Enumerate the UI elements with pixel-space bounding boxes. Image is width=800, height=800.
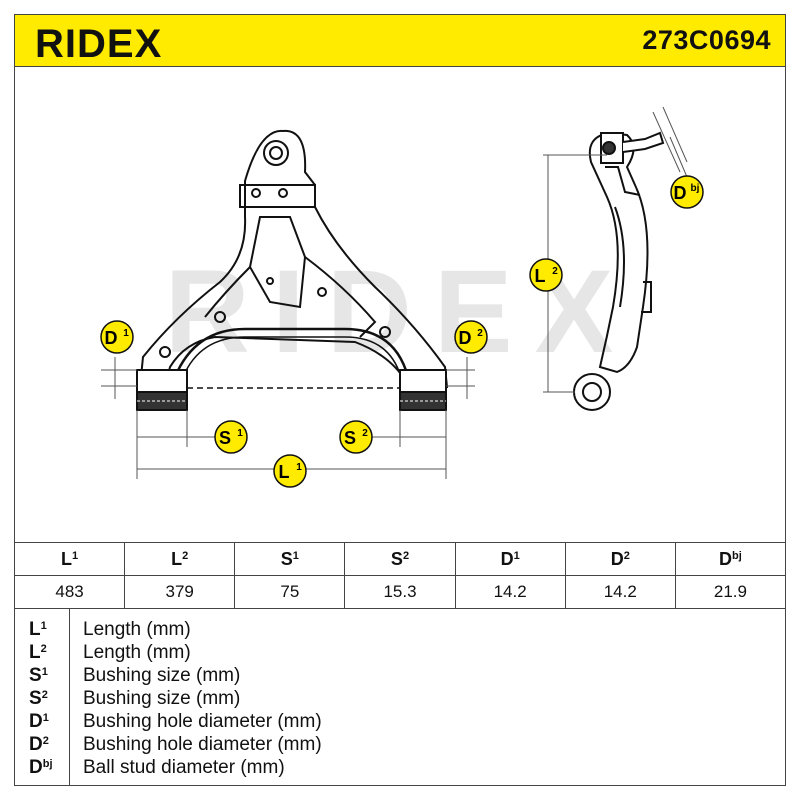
svg-text:1: 1 [296,462,302,473]
control-arm-front-view [138,129,449,391]
legend: L1 Length (mm) L2 Length (mm) S1 Bushing… [14,608,786,786]
spec-table: L1 L2 S1 S2 D1 D2 Dbj 483 379 75 15.3 14… [13,542,787,609]
spec-header-l2: L2 [124,542,236,576]
part-number: 273C0694 [642,25,771,55]
legend-row: L1 Length (mm) [15,619,775,641]
spec-table-header-row: L1 L2 S1 S2 D1 D2 Dbj [13,542,787,576]
spec-header-dbj: Dbj [674,542,787,576]
svg-text:D: D [674,183,687,203]
label-dbj: D bj [670,175,704,209]
legend-key: L1 [29,619,47,640]
spec-value-dbj: 21.9 [674,575,787,609]
brand-logo-text: RIDEX [35,23,162,63]
svg-text:2: 2 [477,328,483,339]
spec-value-s2: 15.3 [344,575,456,609]
legend-row: S1 Bushing size (mm) [15,665,775,687]
svg-text:S: S [344,428,356,448]
legend-desc: Bushing size (mm) [83,688,241,709]
spec-value-s1: 75 [234,575,346,609]
legend-key: Dbj [29,757,53,778]
svg-text:L: L [279,462,290,482]
legend-desc: Bushing hole diameter (mm) [83,711,322,732]
spec-table-value-row: 483 379 75 15.3 14.2 14.2 21.9 [13,575,787,609]
bushing-left [136,369,188,411]
svg-text:S: S [219,428,231,448]
brand-logo: RIDEX [35,22,210,66]
legend-desc: Bushing hole diameter (mm) [83,734,322,755]
spec-header-l1: L1 [13,542,126,576]
spec-value-l2: 379 [124,575,236,609]
legend-row: S2 Bushing size (mm) [15,688,775,710]
legend-key: S1 [29,665,48,686]
spec-header-d2: D2 [564,542,676,576]
spec-header-s1: S1 [234,542,346,576]
svg-text:1: 1 [237,428,243,439]
svg-text:L: L [535,266,546,286]
bushing-right [399,369,447,411]
legend-key: L2 [29,642,47,663]
svg-text:2: 2 [362,428,368,439]
header-bar: RIDEX 273C0694 [14,14,786,67]
legend-key: S2 [29,688,48,709]
label-d2: D 2 [454,320,488,354]
label-d1: D 1 [100,320,134,354]
svg-text:1: 1 [123,328,129,339]
legend-row: Dbj Ball stud diameter (mm) [15,757,775,779]
legend-key: D2 [29,734,49,755]
label-s2: S 2 [339,420,373,454]
legend-divider [69,609,70,785]
legend-desc: Ball stud diameter (mm) [83,757,285,778]
label-l1: L 1 [273,454,307,488]
spec-value-d2: 14.2 [564,575,676,609]
label-s1: S 1 [214,420,248,454]
legend-desc: Length (mm) [83,619,191,640]
label-l2: L 2 [529,258,563,292]
spec-value-d1: 14.2 [454,575,566,609]
control-arm-side-view [573,131,665,411]
legend-row: D2 Bushing hole diameter (mm) [15,734,775,756]
legend-key: D1 [29,711,49,732]
technical-diagram: RIDEX [100,106,704,488]
legend-row: L2 Length (mm) [15,642,775,664]
spec-header-s2: S2 [344,542,456,576]
svg-text:D: D [105,328,118,348]
spec-value-l1: 483 [13,575,126,609]
spec-header-d1: D1 [454,542,566,576]
legend-desc: Bushing size (mm) [83,665,241,686]
legend-row: D1 Bushing hole diameter (mm) [15,711,775,733]
svg-text:D: D [459,328,472,348]
svg-text:2: 2 [552,266,558,277]
svg-text:bj: bj [691,183,700,194]
legend-desc: Length (mm) [83,642,191,663]
